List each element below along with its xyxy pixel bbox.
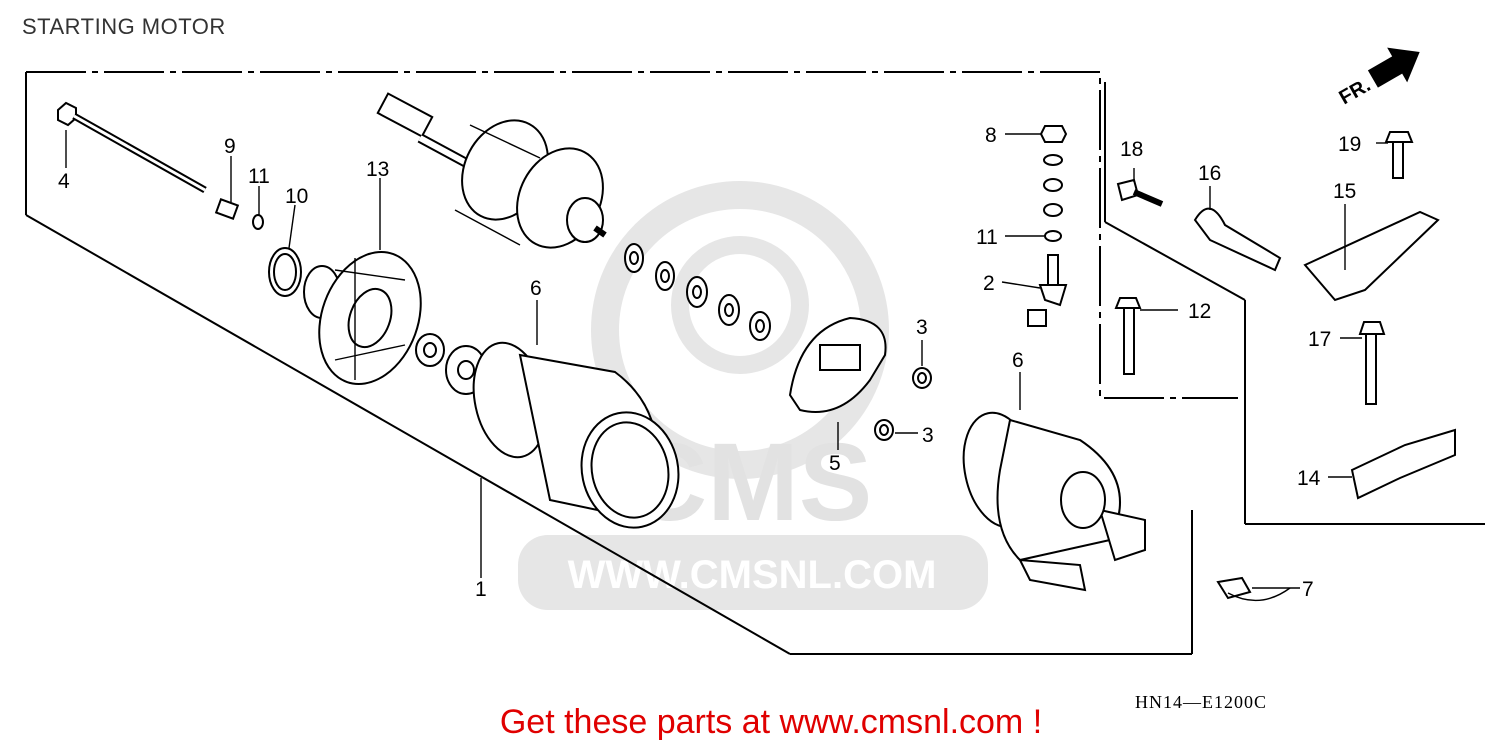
callout-10: 10 [285,185,308,208]
callout-11: 11 [976,226,998,249]
front-direction-arrow: FR. [1336,47,1420,109]
leader-lines [65,130,1388,589]
callout-17: 17 [1308,328,1331,351]
callout-3: 3 [922,424,934,447]
callout-5: 5 [829,452,841,475]
washer-set [624,243,771,341]
promo-banner[interactable]: Get these parts at www.cmsnl.com ! [0,703,1500,742]
brush-holder [788,316,887,413]
callout-4: 4 [58,170,70,193]
callout-1: 1 [475,578,487,601]
callout-19: 19 [1338,133,1361,156]
callout-3: 3 [916,316,928,339]
callout-11: 11 [248,165,270,188]
assembly-frame [25,71,1485,655]
callout-15: 15 [1333,180,1356,203]
front-label: FR. [1336,74,1375,109]
promo-text[interactable]: Get these parts at www.cmsnl.com ! [499,703,1043,741]
callout-13: 13 [366,158,389,181]
callout-12: 12 [1188,300,1211,323]
bracket-assembly [1116,131,1456,500]
diagram-code: HN14—E1200C [1135,692,1267,712]
watermark-url: WWW.CMSNL.COM [568,553,937,597]
callout-2: 2 [983,272,995,295]
callout-7: 7 [1302,578,1314,601]
callout-18: 18 [1120,138,1143,161]
through-bolt [57,101,207,194]
page-title: STARTING MOTOR [22,14,226,39]
callout-16: 16 [1198,162,1221,185]
callout-8: 8 [985,124,997,147]
armature [376,92,607,249]
rear-cover [962,411,1146,592]
front-cover [303,251,422,385]
terminal-hardware [1027,125,1068,327]
bolt-12 [1114,297,1142,375]
brush-springs [874,367,932,441]
callout-14: 14 [1297,467,1321,490]
callout-labels: 1 2 3 3 4 5 6 6 7 8 9 10 11 11 12 13 14 … [58,124,1361,601]
callout-6: 6 [530,277,542,300]
watermark: CMS WWW.CMSNL.COM [518,181,988,610]
callout-9: 9 [224,135,236,158]
motor-case [472,341,680,529]
callout-6: 6 [1012,349,1024,372]
